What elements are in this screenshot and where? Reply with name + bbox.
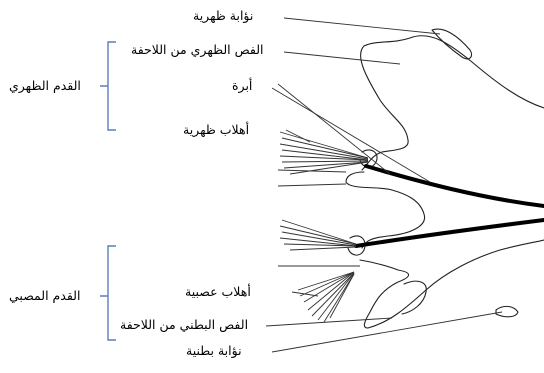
- leader-dorsal-lobe: [284, 52, 400, 64]
- label-aciculum: أبرة: [232, 79, 252, 93]
- leader-ventral-setae: [292, 292, 318, 296]
- ventral-setae-bundle: [298, 272, 354, 322]
- leader-ventral-lobe: [266, 318, 392, 326]
- ventral-aciculum: [356, 220, 544, 246]
- label-ventral-setae: أهلاب عصبية: [185, 285, 251, 299]
- label-notopodium: القدم الظهري: [9, 79, 81, 93]
- middle-setae-bundle: [280, 220, 356, 250]
- dorsal-lobe-outline: [361, 36, 544, 170]
- dorsal-setae-bundle: [280, 132, 368, 174]
- label-dorsal-setae: أهلاب ظهرية: [183, 123, 249, 137]
- label-dorsal-lobe: الفص الظهري من اللاحفة: [131, 43, 264, 57]
- dorsal-aciculum: [366, 166, 544, 206]
- label-neuropodium: القدم المصبي: [9, 289, 80, 303]
- leader-lines: [266, 18, 502, 352]
- leader-aciculum-b: [278, 84, 390, 174]
- ventral-cirrus-shape: [496, 306, 518, 316]
- ventral-sublobe-outline: [402, 281, 426, 314]
- label-ventral-lobe: الفص البطني من اللاحفة: [120, 318, 248, 332]
- label-dorsal-cirrus: نؤابة ظهرية: [193, 9, 253, 23]
- neuropodium-bracket: [100, 246, 116, 340]
- notopodium-bracket: [100, 42, 116, 130]
- leader-dorsal-cirrus: [284, 18, 440, 34]
- label-ventral-cirrus: نؤابة بطنية: [186, 344, 242, 358]
- leader-row-b: [278, 184, 346, 186]
